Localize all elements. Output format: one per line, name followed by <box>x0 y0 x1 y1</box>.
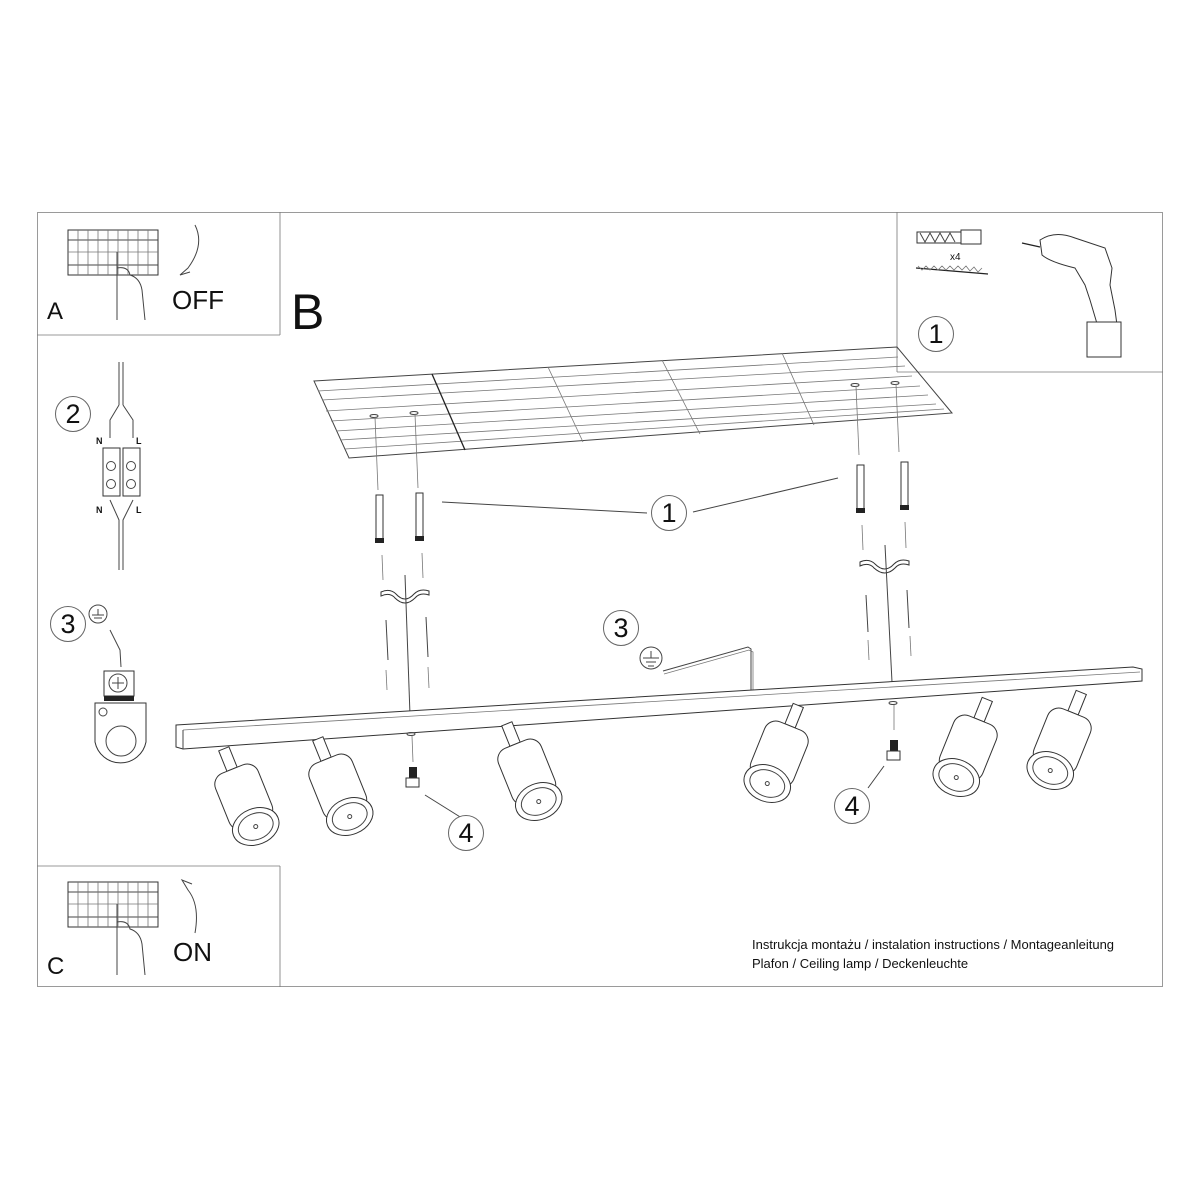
tools-step-callout: 1 <box>918 316 954 352</box>
caption-line-1: Instrukcja montażu / instalation instruc… <box>752 937 1115 952</box>
instruction-sheet-frame <box>37 212 1163 987</box>
quantity-label: x4 <box>950 252 961 263</box>
on-label: ON <box>173 937 212 967</box>
step-c-label: C <box>47 953 65 980</box>
circuit-breaker-on-icon <box>67 878 197 976</box>
ceiling-grid <box>313 346 954 459</box>
off-label: OFF <box>172 285 224 315</box>
wire-connection-diagram <box>102 362 141 570</box>
left-fixings <box>374 413 430 716</box>
live-label-top: L <box>136 436 142 446</box>
neutral-label-top: N <box>96 436 103 446</box>
neutral-label-bottom: N <box>96 505 103 515</box>
circuit-breaker-off-icon <box>67 224 200 321</box>
screw-callout-left: 4 <box>448 815 484 851</box>
lamp-rail <box>175 666 1143 750</box>
earth-wire-callout: 3 <box>603 610 639 646</box>
spotlights <box>214 689 1092 846</box>
tools-illustration <box>915 229 1122 358</box>
step-2-callout: 2 <box>55 396 91 432</box>
step-3-callout: 3 <box>50 606 86 642</box>
right-fixings <box>855 383 912 683</box>
earth-terminal-diagram <box>88 604 147 764</box>
step-a-label: A <box>47 298 64 325</box>
live-label-bottom: L <box>136 505 142 515</box>
step-b-label: B <box>291 284 325 340</box>
wall-plug-callout: 1 <box>651 495 687 531</box>
document-caption: Instrukcja montażu / instalation instruc… <box>752 935 1114 973</box>
caption-line-2: Plafon / Ceiling lamp / Deckenleuchte <box>752 956 969 971</box>
screw-callout-right: 4 <box>834 788 870 824</box>
